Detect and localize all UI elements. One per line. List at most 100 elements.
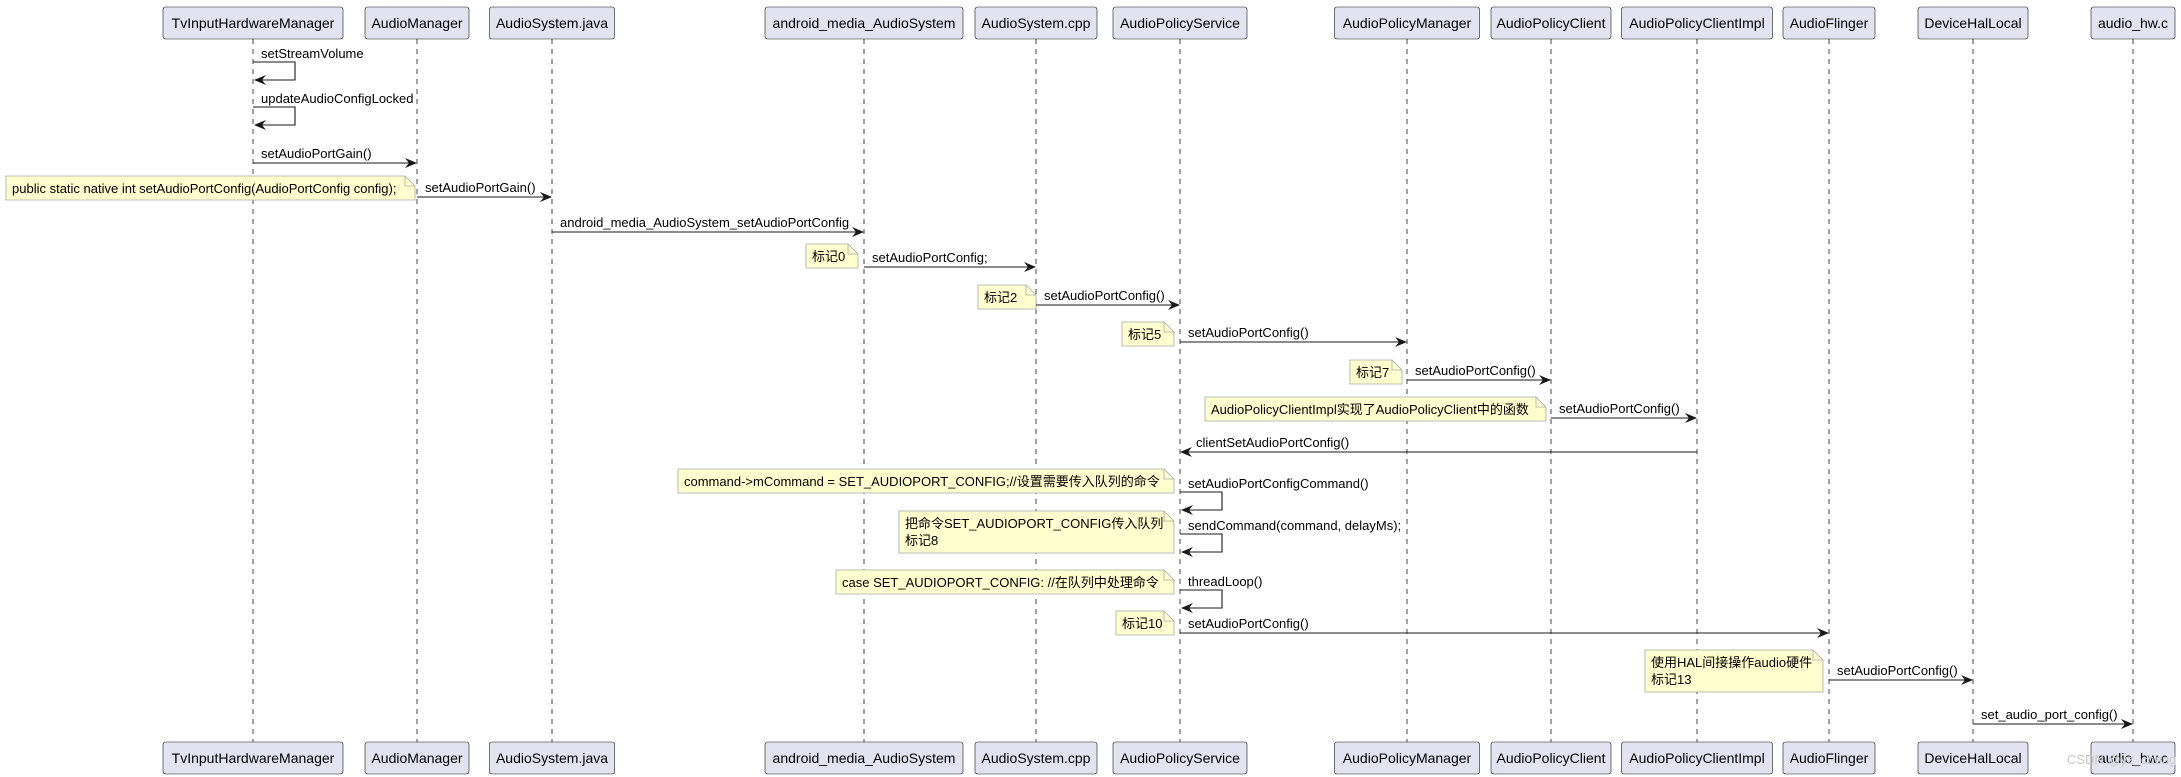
message-label: threadLoop(): [1188, 574, 1262, 589]
participant-box: [1112, 741, 1248, 775]
note-text: command->mCommand = SET_AUDIOPORT_CONFIG…: [684, 474, 1160, 489]
note-text: 标记2: [984, 290, 1017, 305]
participant-label: AudioSystem.java: [496, 750, 608, 766]
message-8: setAudioPortConfig(): [1180, 325, 1407, 347]
note-fold: [1812, 650, 1823, 661]
participant-box: [364, 741, 470, 775]
message-16: setAudioPortConfig(): [1829, 663, 1973, 685]
participant-box: [1782, 6, 1876, 40]
participant-label: AudioFlinger: [1790, 15, 1869, 31]
message-17: set_audio_port_config(): [1973, 707, 2133, 729]
note-fold: [1163, 322, 1174, 333]
participant-label: AudioPolicyClient: [1497, 750, 1606, 766]
note-body: [835, 569, 1175, 595]
self-message-arrow: [1180, 589, 1223, 613]
participant-bottom-4: android_media_AudioSystem: [764, 741, 964, 775]
participant-box: [162, 6, 344, 40]
participant-box: [162, 741, 344, 775]
note-body: [677, 468, 1175, 494]
note-text: 使用HAL间接操作audio硬件: [1651, 655, 1812, 670]
participant-top-8: AudioPolicyClient: [1490, 6, 1612, 40]
note-text: 标记0: [812, 249, 845, 264]
note-body: [1115, 610, 1175, 636]
participant-label: audio_hw.c: [2098, 750, 2168, 766]
note-fold: [1025, 285, 1036, 296]
message-label: setAudioPortGain(): [261, 146, 372, 161]
participant-bottom-2: AudioManager: [364, 741, 470, 775]
note-body: [805, 243, 859, 269]
participant-top-9: AudioPolicyClientImpl: [1621, 6, 1773, 40]
participant-bottom-1: TvInputHardwareManager: [162, 741, 344, 775]
message-label: setAudioPortConfig(): [1188, 616, 1309, 631]
note-text: 标记7: [1356, 365, 1389, 380]
self-message-arrow: [253, 106, 296, 130]
message-4: setAudioPortGain(): [417, 180, 552, 202]
note-4: 标记5: [1121, 321, 1175, 347]
participant-label: DeviceHalLocal: [1924, 15, 2021, 31]
participant-bottom-10: AudioFlinger: [1782, 741, 1876, 775]
message-label: android_media_AudioSystem_setAudioPortCo…: [560, 215, 849, 230]
note-text: 标记13: [1651, 672, 1691, 687]
participant-label: AudioManager: [371, 750, 462, 766]
participant-label: AudioPolicyService: [1120, 15, 1240, 31]
participant-label: AudioSystem.cpp: [982, 15, 1091, 31]
participant-label: DeviceHalLocal: [1924, 750, 2021, 766]
note-2: 标记0: [805, 243, 859, 269]
participant-label: AudioPolicyClientImpl: [1629, 15, 1764, 31]
message-3: setAudioPortGain(): [253, 146, 417, 168]
participant-bottom-9: AudioPolicyClientImpl: [1621, 741, 1773, 775]
message-9: setAudioPortConfig(): [1407, 363, 1551, 385]
participant-bottom-12: audio_hw.c: [2090, 741, 2176, 775]
note-5: 标记7: [1349, 359, 1403, 385]
participant-box: [1621, 741, 1773, 775]
message-label: setAudioPortConfig;: [872, 250, 988, 265]
message-label: setAudioPortGain(): [425, 180, 536, 195]
message-15: setAudioPortConfig(): [1180, 616, 1829, 638]
note-fold: [1535, 397, 1546, 408]
participant-box: [974, 741, 1098, 775]
note-fold: [1391, 360, 1402, 371]
watermark: CSDN @yz_cheng: [2067, 752, 2177, 767]
participant-box: [1917, 6, 2029, 40]
message-label: setAudioPortConfig(): [1559, 401, 1680, 416]
note-10: 标记10: [1115, 610, 1175, 636]
participant-top-3: AudioSystem.java: [489, 6, 615, 40]
participant-box: [974, 6, 1098, 40]
note-fold: [1163, 611, 1174, 622]
participant-label: AudioSystem.java: [496, 15, 608, 31]
participant-box: [764, 6, 964, 40]
note-body: [1121, 321, 1175, 347]
message-label: sendCommand(command, delayMs);: [1188, 518, 1401, 533]
self-message-arrow: [1180, 491, 1223, 515]
message-label: set_audio_port_config(): [1981, 707, 2118, 722]
self-message-arrow: [1180, 533, 1223, 557]
participant-bottom-7: AudioPolicyManager: [1334, 741, 1480, 775]
message-label: clientSetAudioPortConfig(): [1196, 435, 1349, 450]
message-label: setAudioPortConfig(): [1044, 288, 1165, 303]
note-text: public static native int setAudioPortCon…: [12, 181, 396, 196]
note-body: [977, 284, 1037, 310]
message-7: setAudioPortConfig(): [1036, 288, 1180, 310]
note-text: 把命令SET_AUDIOPORT_CONFIG传入队列: [905, 516, 1163, 531]
participant-label: AudioPolicyService: [1120, 750, 1240, 766]
participant-bottom-3: AudioSystem.java: [489, 741, 615, 775]
participant-top-10: AudioFlinger: [1782, 6, 1876, 40]
note-text: 标记8: [905, 533, 938, 548]
note-body: [1349, 359, 1403, 385]
participant-top-11: DeviceHalLocal: [1917, 6, 2029, 40]
participant-top-5: AudioSystem.cpp: [974, 6, 1098, 40]
participant-label: AudioManager: [371, 15, 462, 31]
participant-bottom-8: AudioPolicyClient: [1490, 741, 1612, 775]
note-fold: [1163, 469, 1174, 480]
participant-bottom-6: AudioPolicyService: [1112, 741, 1248, 775]
message-10: setAudioPortConfig(): [1551, 401, 1697, 423]
participant-top-7: AudioPolicyManager: [1334, 6, 1480, 40]
message-6: setAudioPortConfig;: [864, 250, 1036, 272]
participant-box: [1112, 6, 1248, 40]
note-text: case SET_AUDIOPORT_CONFIG: //在队列中处理命令: [842, 575, 1159, 590]
participant-box: [764, 741, 964, 775]
participant-top-2: AudioManager: [364, 6, 470, 40]
note-7: command->mCommand = SET_AUDIOPORT_CONFIG…: [677, 468, 1175, 494]
note-body: [1204, 396, 1547, 422]
